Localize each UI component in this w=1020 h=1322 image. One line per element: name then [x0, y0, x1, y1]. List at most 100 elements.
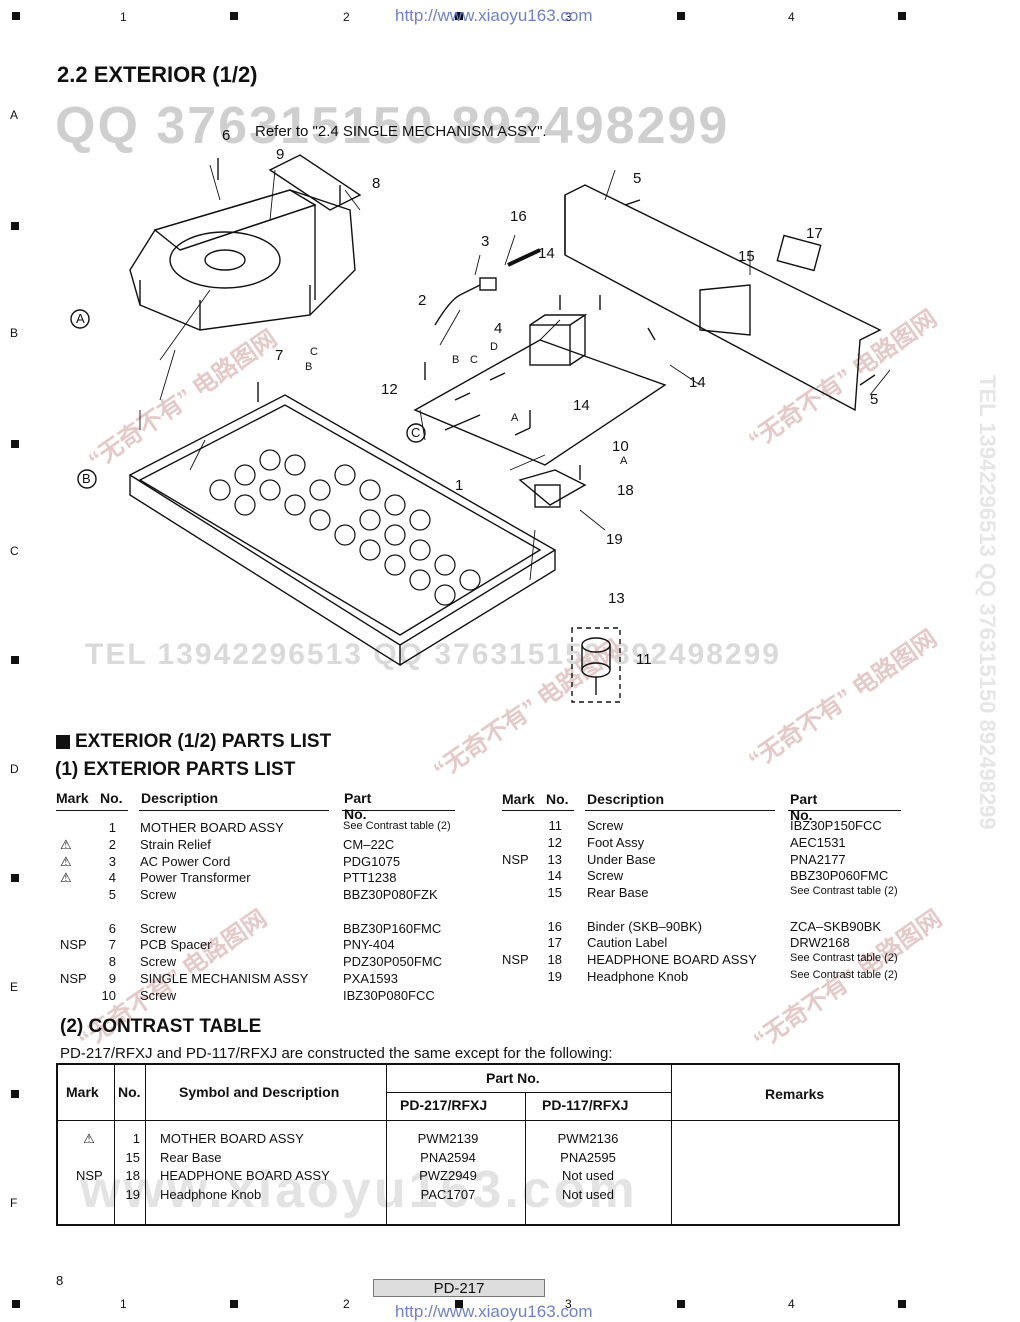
- part-no: 5: [108, 887, 116, 903]
- ct-no: 1: [132, 1131, 140, 1146]
- ct-header-model-1: PD-217/RFXJ: [400, 1097, 488, 1113]
- registration-mark: [230, 12, 238, 20]
- column-number: 2: [343, 10, 350, 24]
- part-number: PXA1593: [343, 971, 398, 986]
- callout-17: 17: [806, 225, 823, 242]
- part-description: Rear Base: [587, 885, 649, 901]
- ct-part-model-1: PAC1707: [420, 1186, 476, 1202]
- part-mark: NSP: [502, 851, 529, 867]
- part-description: AC Power Cord: [140, 853, 231, 869]
- part-description: PCB Spacer: [140, 937, 212, 953]
- parts-list-heading: EXTERIOR (1/2) PARTS LIST: [75, 731, 332, 752]
- col-header-partno: Part No.: [344, 790, 372, 822]
- part-number: PTT1238: [343, 870, 397, 886]
- column-number: 3: [565, 10, 572, 24]
- ct-header-remarks: Remarks: [765, 1086, 825, 1102]
- bullet-square: [56, 735, 70, 749]
- part-number: DRW2168: [790, 935, 850, 951]
- part-number: See Contrast table (2): [790, 969, 898, 981]
- registration-mark: [11, 222, 19, 230]
- part-number: BBZ30P160FMC: [343, 920, 442, 936]
- part-no: 8: [108, 954, 116, 970]
- callout-9: 9: [276, 146, 285, 163]
- part-description: Under Base: [587, 851, 656, 867]
- registration-mark: [898, 1300, 906, 1308]
- watermark-tel: TEL 13942296513 QQ 376315150 892498299: [85, 638, 781, 671]
- column-number: 3: [565, 1297, 572, 1311]
- watermark-qq: QQ 376315150 892498299: [55, 97, 730, 155]
- part-no: 16: [547, 918, 562, 934]
- part-no: 18: [547, 952, 562, 968]
- ct-header-no: No.: [118, 1084, 141, 1100]
- ct-header-mark: Mark: [66, 1084, 99, 1100]
- part-no: 13: [547, 851, 562, 867]
- mother-board: [413, 313, 667, 466]
- exterior-exploded-diagram: [70, 154, 891, 703]
- ct-header-model-2: PD-117/RFXJ: [542, 1097, 629, 1113]
- callout-5b: 5: [870, 391, 879, 408]
- registration-mark: [11, 1090, 19, 1098]
- part-description: Screw: [587, 818, 624, 833]
- part-no: 11: [548, 818, 563, 833]
- ref-letter-d: D: [490, 341, 498, 353]
- callout-10: 10: [612, 438, 629, 455]
- binder: [507, 248, 541, 267]
- part-no: 17: [547, 935, 562, 951]
- callout-14c: 14: [573, 397, 590, 414]
- ct-no: 19: [125, 1186, 140, 1202]
- part-number: ZCA–SKB90BK: [790, 918, 882, 934]
- ct-description: HEADPHONE BOARD ASSY: [160, 1168, 330, 1183]
- callout-8: 8: [372, 175, 381, 192]
- part-no: 6: [108, 920, 116, 936]
- row-letter: B: [10, 326, 19, 340]
- page-number: 8: [56, 1273, 64, 1288]
- contrast-heading: (2) CONTRAST TABLE: [60, 1016, 262, 1037]
- part-description: Strain Relief: [140, 836, 211, 852]
- refer-note: Refer to "2.4 SINGLE MECHANISM ASSY".: [255, 123, 547, 140]
- screws: [217, 158, 876, 480]
- part-description: Headphone Knob: [587, 969, 689, 984]
- ct-description: Rear Base: [160, 1149, 222, 1165]
- callout-14: 14: [538, 245, 555, 262]
- part-no: 4: [108, 870, 116, 886]
- col-header-description: Description: [587, 791, 665, 807]
- part-number: BBZ30P080FZK: [343, 887, 438, 903]
- part-number: PDZ30P050FMC: [343, 954, 442, 970]
- callout-19: 19: [606, 531, 623, 548]
- callout-2: 2: [418, 292, 427, 309]
- col-header-mark: Mark: [56, 790, 89, 806]
- contrast-note: PD-217/RFXJ and PD-117/RFXJ are construc…: [60, 1045, 613, 1062]
- part-no: 1: [108, 820, 116, 835]
- ct-header-partno: Part No.: [486, 1070, 540, 1086]
- part-no: 2: [108, 836, 116, 852]
- footer-url[interactable]: http://www.xiaoyu163.com: [395, 1302, 593, 1321]
- ref-letter-b3: B: [305, 361, 313, 373]
- column-number: 1: [120, 1297, 127, 1311]
- part-mark: NSP: [60, 937, 87, 953]
- col-header-description: Description: [141, 790, 219, 806]
- row-letter: D: [10, 762, 19, 776]
- part-number: AEC1531: [790, 834, 846, 850]
- ct-no: 15: [125, 1149, 140, 1165]
- single-mechanism-assy: [129, 154, 362, 331]
- part-mark: NSP: [60, 971, 87, 986]
- page-title: 2.2 EXTERIOR (1/2): [57, 62, 258, 87]
- ref-letter-a3: A: [620, 455, 628, 467]
- part-description: Caution Label: [587, 935, 668, 951]
- ct-part-model-2: Not used: [561, 1168, 615, 1183]
- watermark-www: www.xiaoyu163.com: [80, 1161, 638, 1219]
- part-description: MOTHER BOARD ASSY: [140, 820, 284, 835]
- callout-12: 11: [636, 651, 652, 668]
- ct-part-model-1: PNA2594: [420, 1149, 476, 1165]
- part-number: CM–22C: [343, 836, 395, 852]
- header-url[interactable]: http://www.xiaoyu163.com: [395, 6, 593, 25]
- registration-mark: [230, 1300, 238, 1308]
- callout-6: 6: [222, 127, 231, 144]
- part-number: IBZ30P150FCC: [790, 818, 882, 833]
- registration-mark: [12, 12, 20, 20]
- part-description: Screw: [140, 920, 177, 936]
- column-number: 2: [343, 1297, 350, 1311]
- callout-1: 1: [455, 477, 464, 494]
- col-header-no: No.: [100, 790, 123, 806]
- ct-part-model-1: PWM2139: [417, 1131, 479, 1146]
